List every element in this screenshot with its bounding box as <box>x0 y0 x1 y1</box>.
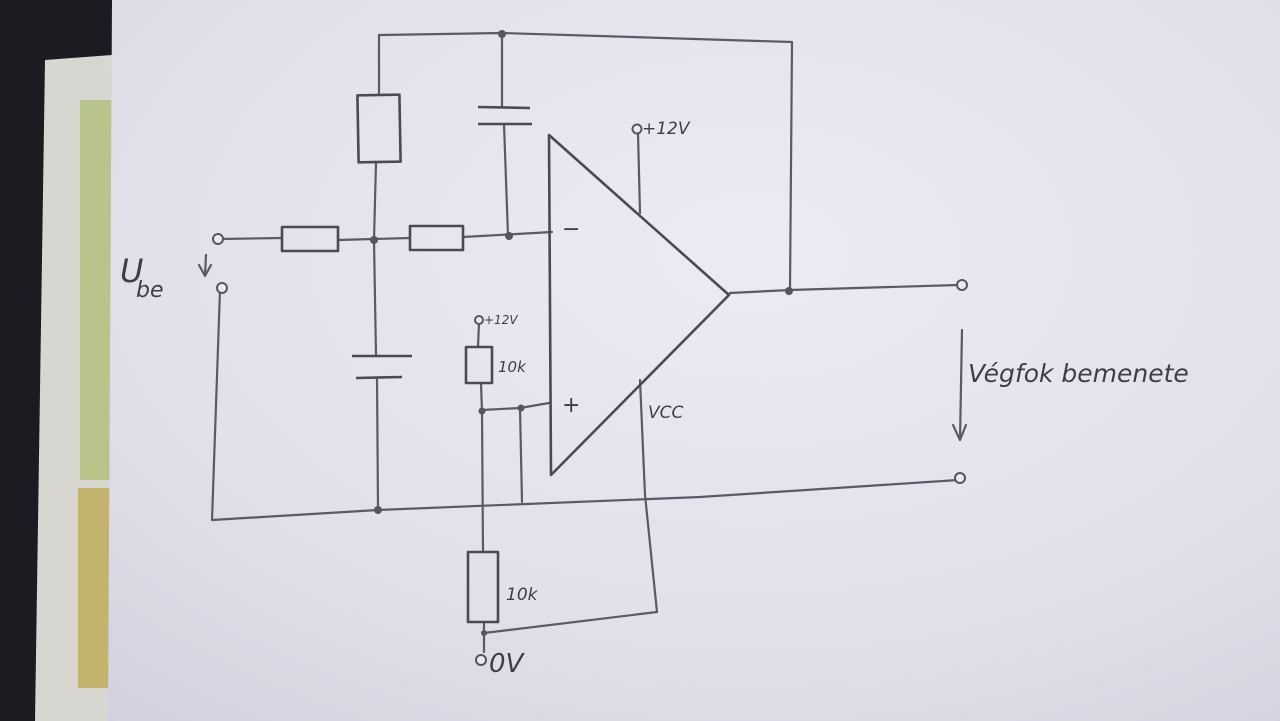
label-resistor-bottom: 10k <box>506 585 539 605</box>
output-arrow-head <box>951 423 968 442</box>
label-output-caption: Végfok bemenete <box>968 359 1189 388</box>
junction-minus <box>505 232 513 240</box>
junctions <box>212 30 968 666</box>
terminal-ground <box>475 654 487 666</box>
label-vcc: VCC <box>648 403 683 423</box>
wire-left-vertical-bottom <box>375 376 380 510</box>
junction-divider <box>478 407 486 415</box>
resistor-input-2 <box>408 224 465 252</box>
notebook-page-strip <box>80 100 112 480</box>
label-supply-top: +12V <box>642 119 691 139</box>
resistor-input-1 <box>280 225 340 253</box>
junction-divider-ground <box>481 630 487 636</box>
labels: U be +12V +12V 10k 10k 0V VCC − + Végfok… <box>120 119 1189 679</box>
paper-sheet <box>108 0 1280 721</box>
junction-plus <box>517 404 525 412</box>
resistor-divider-bottom <box>466 550 500 624</box>
wire-vcc-pin <box>482 378 659 635</box>
wire-input <box>218 236 284 241</box>
opamp-triangle <box>547 133 731 477</box>
label-ground: 0V <box>489 649 526 679</box>
label-input-voltage: U <box>120 252 143 290</box>
input-arrow-line <box>203 253 208 277</box>
junction-top-rail <box>498 30 506 38</box>
wire-plus-stub <box>518 406 524 504</box>
wires <box>197 31 968 654</box>
junction-input <box>370 236 378 244</box>
resistor-divider-top <box>464 345 494 385</box>
wire-left-vertical-mid <box>372 160 378 242</box>
terminal-input-top <box>212 233 224 245</box>
junction-output <box>785 287 793 295</box>
notebook-page-strip-lower <box>78 488 112 688</box>
label-supply-mid: +12V <box>484 313 518 327</box>
terminal-output-bottom <box>954 472 966 484</box>
wire-divider-supply <box>476 321 481 349</box>
wire-left-vertical-down <box>372 238 378 358</box>
wire-ground-rail <box>376 478 960 512</box>
resistor-feedback-top <box>356 93 402 164</box>
wire-divider-down <box>480 410 485 554</box>
terminal-supply-top <box>631 123 643 135</box>
wire-ground-left <box>210 288 380 522</box>
terminal-output-top <box>956 279 968 291</box>
terminal-supply-mid <box>474 315 484 325</box>
wire-cap-bottom <box>502 122 510 238</box>
label-noninverting-input: + <box>562 393 580 418</box>
label-inverting-input: − <box>562 217 580 242</box>
junction-ground <box>374 506 382 514</box>
output-arrow-line <box>958 328 964 442</box>
wire-supply-pin <box>636 131 642 215</box>
capacitor-ground <box>352 354 412 380</box>
wire-divider-mid <box>479 381 484 414</box>
label-resistor-top: 10k <box>498 358 527 376</box>
terminal-input-bottom <box>216 282 228 294</box>
wire-top-rail <box>377 31 794 292</box>
capacitor-top <box>477 105 532 126</box>
label-input-voltage-subscript: be <box>136 278 164 303</box>
input-arrow-head <box>197 263 213 278</box>
components <box>280 93 731 624</box>
